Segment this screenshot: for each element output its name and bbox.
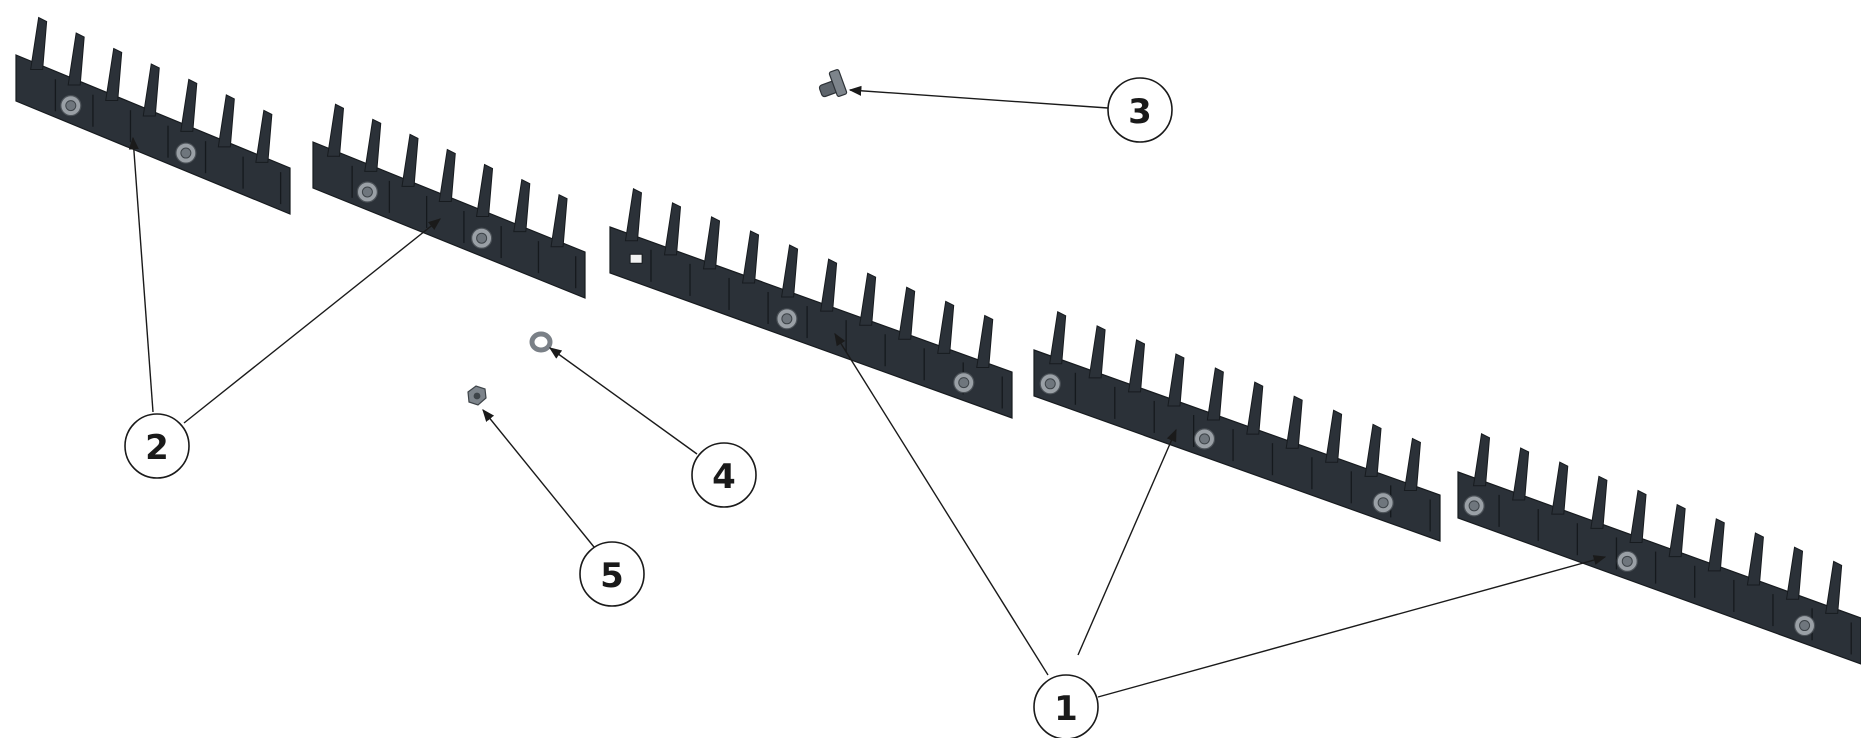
- long-bar-2-tooth: [1403, 437, 1421, 491]
- long-bar-1-tooth: [663, 202, 682, 256]
- long-bar-2-tooth: [1206, 367, 1224, 421]
- short-bar-1-bolt-core: [65, 100, 77, 112]
- leader-lines: [128, 85, 1607, 698]
- callout-4-label: 4: [712, 457, 736, 497]
- long-bar-1-tooth: [820, 258, 838, 312]
- long-bar-2-tooth: [1127, 339, 1146, 393]
- long-bar-1: [609, 187, 1013, 419]
- callout-2: 2: [124, 413, 190, 479]
- long-bar-1-tooth: [937, 300, 955, 354]
- short-bar-2-tooth: [513, 178, 531, 233]
- short-bar-1: [15, 16, 291, 215]
- long-bar-2-tooth: [1088, 325, 1106, 379]
- short-bar-1-plate: [15, 54, 291, 215]
- long-bar-2-plate: [1033, 349, 1441, 542]
- leader-1-a: [834, 332, 1049, 676]
- short-bar-2: [312, 103, 586, 299]
- long-bar-2-bolt-core: [1044, 378, 1056, 390]
- long-bar-1-tooth: [780, 244, 799, 298]
- long-bar-3-bolt-core: [1621, 555, 1633, 567]
- callout-1-label: 1: [1054, 689, 1078, 729]
- short-bar-2-tooth: [364, 118, 382, 172]
- long-bar-2-tooth: [1246, 381, 1264, 435]
- tooth-bars-group: [15, 16, 1861, 665]
- long-bar-1-slot: [629, 253, 643, 264]
- callout-2-label: 2: [145, 428, 169, 468]
- leader-5: [482, 409, 595, 548]
- long-bar-3-bolt-core: [1468, 500, 1480, 512]
- long-bar-3-tooth: [1472, 433, 1491, 487]
- short-bar-1-tooth: [142, 63, 160, 117]
- long-bar-2-tooth: [1049, 310, 1067, 365]
- long-bar-2: [1033, 310, 1441, 542]
- short-bar-1-tooth: [217, 94, 235, 148]
- callout-4: 4: [691, 442, 757, 508]
- washer-part: [529, 331, 553, 353]
- nut-part: [467, 385, 487, 406]
- long-bar-2-tooth: [1285, 395, 1303, 449]
- long-bar-1-tooth: [976, 314, 994, 368]
- short-bar-1-tooth: [67, 32, 85, 86]
- long-bar-3-bolt-core: [1799, 620, 1811, 632]
- bolt-part: [818, 69, 848, 98]
- long-bar-3-tooth: [1629, 489, 1647, 543]
- leader-2-b: [183, 218, 441, 424]
- long-bar-2-bolt-core: [1199, 433, 1211, 445]
- short-bar-1-bolt-core: [180, 147, 192, 159]
- long-bar-3-tooth: [1551, 461, 1569, 515]
- long-bar-3-plate: [1457, 471, 1861, 665]
- long-bar-3: [1457, 433, 1861, 665]
- leader-3: [848, 85, 1109, 109]
- long-bar-2-tooth: [1167, 353, 1185, 407]
- long-bar-3-tooth: [1707, 518, 1725, 572]
- long-bar-3-tooth: [1590, 475, 1608, 529]
- long-bar-1-bolt-core: [781, 313, 793, 325]
- callout-3-label: 3: [1128, 92, 1152, 132]
- short-bar-2-tooth: [401, 133, 419, 187]
- long-bar-1-tooth: [624, 187, 642, 242]
- long-bar-3-tooth: [1825, 560, 1843, 614]
- short-bar-2-tooth: [475, 163, 494, 218]
- leader-4: [548, 347, 698, 455]
- callout-3: 3: [1107, 77, 1173, 143]
- leader-1-c: [1097, 555, 1607, 698]
- callout-5-label: 5: [600, 556, 624, 596]
- long-bar-1-plate: [609, 226, 1013, 419]
- callout-5: 5: [579, 541, 645, 607]
- short-bar-2-plate: [312, 141, 586, 299]
- long-bar-2-bolt-core: [1377, 497, 1389, 509]
- long-bar-3-tooth: [1668, 503, 1686, 558]
- long-bar-1-tooth: [702, 216, 721, 270]
- long-bar-2-tooth: [1325, 409, 1343, 463]
- callout-1: 1: [1033, 674, 1099, 738]
- long-bar-3-tooth: [1512, 447, 1530, 501]
- long-bar-1-bolt-core: [958, 377, 970, 389]
- short-bar-2-bolt-core: [361, 186, 373, 198]
- long-bar-3-tooth: [1746, 532, 1764, 586]
- short-bar-2-bolt-core: [476, 232, 488, 244]
- long-bar-1-tooth: [859, 272, 877, 326]
- short-bar-1-tooth: [105, 47, 123, 101]
- short-bar-1-tooth: [180, 78, 198, 132]
- long-bar-2-tooth: [1364, 423, 1382, 477]
- short-bar-1-tooth: [255, 109, 273, 163]
- leader-2-a: [128, 136, 154, 413]
- short-bar-1-tooth: [30, 16, 48, 71]
- leader-1-b: [1077, 428, 1177, 656]
- short-bar-2-tooth: [326, 103, 345, 157]
- short-bar-2-tooth: [550, 193, 568, 248]
- long-bar-3-tooth: [1785, 546, 1804, 600]
- long-bar-1-tooth: [898, 286, 916, 340]
- short-bar-2-tooth: [438, 148, 456, 202]
- long-bar-1-tooth: [741, 230, 760, 284]
